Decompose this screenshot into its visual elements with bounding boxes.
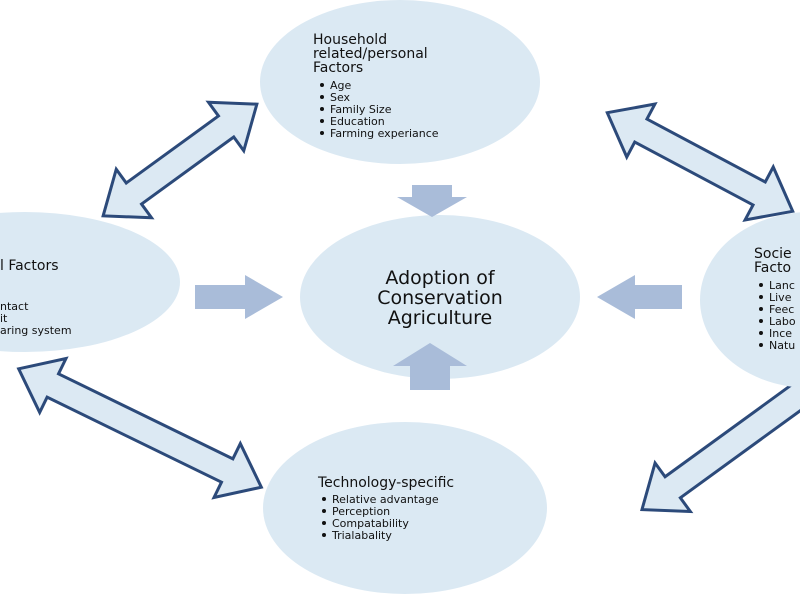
top-title-line: Factors — [313, 60, 363, 76]
arrow-institutional-technology — [16, 356, 264, 500]
arrow-down — [397, 185, 467, 217]
left-title: l Factors — [0, 258, 59, 274]
bullet-icon — [322, 521, 326, 525]
bullet-icon — [759, 295, 763, 299]
arrow-household-institutional — [101, 100, 259, 220]
bullet-icon — [320, 119, 324, 123]
arrow-up — [393, 343, 467, 390]
arrow-right — [195, 275, 283, 319]
bullet-item: Ince — [769, 327, 792, 340]
bullet-icon — [759, 319, 763, 323]
top-text: Household related/personal Factors AgeSe… — [313, 32, 439, 140]
bullet-item: Trialabality — [331, 529, 392, 542]
left-item: it — [0, 312, 8, 325]
bullet-icon — [759, 307, 763, 311]
bullet-item: Education — [330, 115, 385, 128]
left-item: ntact — [0, 300, 29, 313]
bullet-icon — [320, 95, 324, 99]
bullet-icon — [759, 343, 763, 347]
bullet-item: Farming experiance — [330, 127, 439, 140]
bullet-item: Labo — [769, 315, 796, 328]
bullet-icon — [320, 83, 324, 87]
bullet-item: Live — [769, 291, 792, 304]
bullet-item: Family Size — [330, 103, 392, 116]
bullet-item: Relative advantage — [332, 493, 439, 506]
bullet-item: Lanc — [769, 279, 795, 292]
center-line: Adoption of — [385, 267, 495, 289]
right-title-line: Socie — [754, 246, 792, 262]
bullet-icon — [759, 283, 763, 287]
left-item: aring system — [0, 324, 72, 337]
bullet-item: Age — [330, 79, 352, 92]
bullet-item: Natu — [769, 339, 795, 352]
right-title-line: Facto — [754, 260, 791, 276]
top-title-line: related/personal — [313, 46, 428, 62]
bullet-icon — [322, 509, 326, 513]
arrow-left — [597, 275, 682, 319]
center-ellipse — [300, 215, 580, 379]
bullet-item: Feec — [769, 303, 794, 316]
socioeconomic-factors-ellipse — [700, 212, 800, 388]
bullet-icon — [322, 497, 326, 501]
bullet-item: Compatability — [332, 517, 409, 530]
center-line: Conservation — [377, 287, 503, 309]
bullet-icon — [320, 131, 324, 135]
bullet-icon — [320, 107, 324, 111]
bullet-item: Sex — [330, 91, 351, 104]
center-line: Agriculture — [388, 307, 493, 329]
top-title-line: Household — [313, 32, 387, 48]
arrow-household-socioeconomic — [605, 102, 795, 222]
bullet-icon — [322, 533, 326, 537]
bottom-title: Technology-specific — [317, 475, 454, 491]
institutional-factors-ellipse — [0, 212, 180, 352]
technology-factors-ellipse — [263, 422, 547, 594]
bullet-icon — [759, 331, 763, 335]
bullet-item: Perception — [332, 505, 390, 518]
household-factors-ellipse — [260, 0, 540, 164]
arrow-technology-socioeconomic — [640, 370, 800, 514]
